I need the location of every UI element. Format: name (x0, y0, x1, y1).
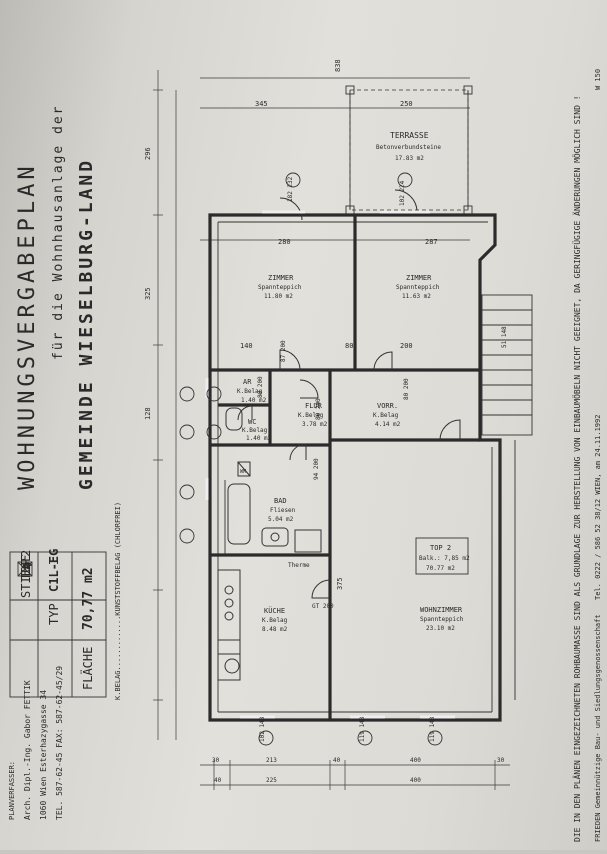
room-bad-name: BAD (274, 497, 287, 505)
typ-value: C1L-EG (47, 549, 61, 592)
label-w9: 80 200 (257, 376, 264, 398)
room-wc-floor: K.Belag (242, 427, 268, 434)
typ-label: TYP (47, 603, 61, 625)
dim-v3: 128 (144, 407, 152, 420)
label-w6: 87 200 (280, 340, 287, 362)
dim-h3: 200 (400, 342, 413, 350)
flaeche-value: 70,77 m2 (81, 567, 96, 630)
footer-left: FRIEDEN Gemeinnützige Bau- und Siedlungs… (594, 614, 602, 842)
top-value: 2 (19, 550, 33, 557)
room-ar-floor: K.Belag (237, 388, 263, 395)
top-summary-total: 70.77 m2 (426, 565, 455, 572)
dim-b4: 400 (410, 757, 421, 764)
dim-right-top: 250 (400, 100, 413, 108)
room-zimmer1-name: ZIMMER (268, 274, 294, 282)
top-summary-box (415, 537, 469, 575)
planner-phone: TEL. 587-62-45 FAX: 587-62-45/29 (55, 666, 64, 820)
therme-label: Therme (288, 562, 310, 569)
room-wohnzimmer-floor: Spannteppich (420, 616, 464, 623)
room-flur-name: FLUR (305, 402, 323, 410)
top-summary-balk: Balk.: 7,85 m2 (419, 555, 470, 562)
dim-v4: 375 (336, 577, 344, 590)
staircase (481, 294, 533, 700)
room-kueche-name: KÜCHE (264, 606, 285, 615)
room-wohnzimmer-area: 23.10 m2 (426, 625, 455, 632)
section-markers (179, 172, 443, 746)
typ-extra: I (47, 558, 61, 565)
room-zimmer2-area: 11.63 m2 (402, 293, 431, 300)
room-kueche-floor: K.Belag (262, 617, 288, 624)
dim-h2: 80 (345, 342, 353, 350)
planner-name: Arch. Dipl.-Ing. Gabor FETTIK (23, 680, 32, 820)
label-w8: 80 200 (315, 398, 322, 420)
dim-h1: 140 (240, 342, 253, 350)
room-kueche-area: 8.48 m2 (262, 626, 288, 633)
terrace-area: 17.83 m2 (395, 155, 424, 162)
footer-code: W 150 (594, 69, 602, 90)
dim-zimmer1-w: 280 (278, 238, 291, 246)
dim-b3: 40 (333, 757, 341, 764)
kitchen-fixtures (217, 569, 241, 681)
room-bad-floor: Fliesen (270, 507, 296, 514)
floor-note: K.BELAG.............KUNSTSTOFFBELAG (CHL… (114, 502, 122, 700)
dim-c2: 225 (266, 777, 277, 784)
label-w4: 119 148 (429, 716, 436, 742)
label-w1: 182 232 (287, 176, 294, 202)
room-flur-floor: K.Belag (298, 412, 324, 419)
room-vorr-floor: K.Belag (373, 412, 399, 419)
dim-c3: 400 (410, 777, 421, 784)
dim-b1: 30 (212, 757, 220, 764)
dim-total-width: 838 (334, 59, 342, 72)
room-flur-area: 3.78 m2 (302, 421, 328, 428)
dim-c1: 40 (214, 777, 222, 784)
interior-walls (210, 215, 480, 720)
label-w11: GT 200 (312, 603, 334, 610)
room-ar-name: AR (243, 378, 252, 386)
flaeche-label: FLÄCHE (80, 647, 95, 690)
plan-subtitle: für die Wohnhausanlage der (51, 105, 66, 361)
label-w2: 102 224 (399, 180, 406, 206)
info-box: STIEGE 4 TOP 2 TYP C1L-EG I FLÄCHE 70,77… (9, 549, 107, 698)
room-ar-area: 1.40 m2 (241, 397, 267, 404)
room-wohnzimmer-name: WOHNZIMMER (420, 606, 463, 614)
terrace-floor: Betonverbundsteine (376, 144, 441, 151)
room-zimmer1-floor: Spannteppich (258, 284, 302, 291)
doors (237, 189, 461, 599)
label-w5: 102 148 (259, 716, 266, 742)
room-vorr-name: VORR. (377, 402, 398, 410)
label-w3: 119 148 (359, 716, 366, 742)
room-wc-area: 1.40 m2 (246, 435, 272, 442)
label-w10: 94 200 (313, 458, 320, 480)
room-zimmer2-floor: Spannteppich (396, 284, 440, 291)
dim-zimmer2-w: 287 (425, 238, 438, 246)
room-wc-name: WC (248, 418, 256, 426)
footer-right: Tel. 0222 / 586 52 38/12 WIEN, am 24.11.… (594, 415, 602, 600)
room-zimmer1-area: 11.80 m2 (264, 293, 293, 300)
plan-owner: GEMEINDE WIESELBURG-LAND (76, 158, 97, 490)
room-zimmer2-name: ZIMMER (406, 274, 432, 282)
label-w7: 80 200 (403, 378, 410, 400)
bathroom-fixtures (225, 407, 322, 553)
terrace-name: TERRASSE (390, 131, 429, 140)
label-w12: 51 148 (501, 326, 508, 348)
room-vorr-area: 4.14 m2 (375, 421, 401, 428)
dim-v2: 325 (144, 287, 152, 300)
plan-title: WOHNUNGSVERGABEPLAN (15, 162, 40, 490)
wm-label: WM (240, 469, 246, 475)
construction-note: DIE IN DEN PLÄNEN EINGEZEICHNETEN ROHBAU… (572, 95, 582, 842)
wm-box (237, 461, 251, 477)
dim-left-top: 345 (255, 100, 268, 108)
planner-heading: PLANVERFASSER: (8, 761, 16, 820)
dimension-lines (153, 70, 510, 790)
planner-address: 1060 Wien Esterhazygasse 34 (39, 690, 48, 820)
dim-b5: 30 (497, 757, 505, 764)
dim-v1: 296 (144, 147, 152, 160)
dim-b2: 213 (266, 757, 277, 764)
top-summary-title: TOP 2 (430, 544, 451, 552)
room-bad-area: 5.04 m2 (268, 516, 294, 523)
top-label: TOP (19, 558, 33, 580)
